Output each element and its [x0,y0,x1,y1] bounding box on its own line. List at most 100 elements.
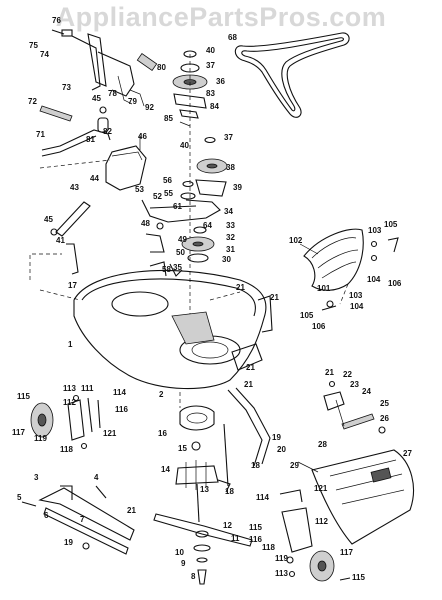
callout-17[interactable]: 17 [68,281,77,290]
callout-106[interactable]: 106 [312,322,326,331]
callout-37[interactable]: 37 [206,61,215,70]
callout-75[interactable]: 75 [29,41,38,50]
callout-115[interactable]: 115 [352,573,365,582]
callout-104[interactable]: 104 [367,275,381,284]
callout-2[interactable]: 2 [159,390,164,399]
callout-15[interactable]: 15 [178,444,187,453]
callout-103[interactable]: 103 [349,291,363,300]
callout-92[interactable]: 92 [145,103,154,112]
callout-19[interactable]: 19 [64,538,73,547]
callout-44[interactable]: 44 [90,174,99,183]
callout-113[interactable]: 113 [275,569,288,578]
callout-118[interactable]: 118 [60,445,73,454]
callout-1[interactable]: 1 [68,340,73,349]
callout-29[interactable]: 29 [290,461,299,470]
callout-18[interactable]: 18 [251,461,260,470]
callout-71[interactable]: 71 [36,130,45,139]
callout-27[interactable]: 27 [403,449,412,458]
callout-19[interactable]: 19 [272,433,281,442]
callout-73[interactable]: 73 [62,83,71,92]
callout-8[interactable]: 8 [191,572,196,581]
discharge-chute-27[interactable] [297,449,414,545]
lift-rod-71[interactable] [39,105,111,169]
callout-114[interactable]: 114 [113,388,126,397]
callout-39[interactable]: 39 [233,183,242,192]
callout-21[interactable]: 21 [325,368,334,377]
callout-35[interactable]: 35 [173,263,182,272]
callout-14[interactable]: 14 [161,465,170,474]
right-gauge-wheel-117[interactable] [279,489,351,582]
deflector-shield-101[interactable] [299,228,399,311]
idler-pulley-38[interactable] [180,136,228,200]
callout-119[interactable]: 119 [275,554,288,563]
callout-37[interactable]: 37 [224,133,233,142]
left-gauge-wheel-117[interactable] [30,394,101,450]
callout-40[interactable]: 40 [180,141,189,150]
callout-76[interactable]: 76 [52,16,61,25]
drive-belt-68[interactable] [234,32,350,118]
callout-115[interactable]: 115 [17,392,30,401]
callout-21[interactable]: 21 [236,283,245,292]
callout-84[interactable]: 84 [210,102,219,111]
callout-45[interactable]: 45 [44,215,53,224]
callout-49[interactable]: 49 [178,235,187,244]
callout-58[interactable]: 58 [162,265,171,274]
callout-50[interactable]: 50 [176,248,185,257]
front-baffle-7[interactable] [21,485,135,555]
callout-23[interactable]: 23 [350,380,359,389]
deck-bracket-44[interactable] [105,136,147,191]
callout-5[interactable]: 5 [17,493,22,502]
callout-18[interactable]: 18 [225,487,234,496]
callout-3[interactable]: 3 [34,473,39,482]
callout-43[interactable]: 43 [70,183,79,192]
callout-105[interactable]: 105 [300,311,314,320]
callout-104[interactable]: 104 [350,302,364,311]
callout-11[interactable]: 11 [231,534,240,543]
callout-111[interactable]: 111 [81,384,94,393]
callout-64[interactable]: 64 [203,221,212,230]
callout-22[interactable]: 22 [343,370,352,379]
callout-121[interactable]: 121 [103,429,117,438]
callout-105[interactable]: 105 [384,220,398,229]
mower-blade-12[interactable] [153,513,253,585]
callout-21[interactable]: 21 [127,506,136,515]
callout-12[interactable]: 12 [223,521,232,530]
callout-31[interactable]: 31 [226,245,235,254]
callout-32[interactable]: 32 [226,233,235,242]
deck-spring-bracket[interactable] [323,380,386,434]
callout-113[interactable]: 113 [63,384,76,393]
callout-4[interactable]: 4 [94,473,99,482]
callout-119[interactable]: 119 [34,434,47,443]
callout-106[interactable]: 106 [388,279,402,288]
callout-10[interactable]: 10 [175,548,184,557]
callout-81[interactable]: 81 [86,135,95,144]
callout-78[interactable]: 78 [108,89,117,98]
callout-121[interactable]: 121 [314,484,328,493]
callout-115[interactable]: 115 [249,523,262,532]
callout-13[interactable]: 13 [200,485,209,494]
callout-116[interactable]: 116 [115,405,128,414]
callout-74[interactable]: 74 [40,50,49,59]
blade-spindle-assembly[interactable] [175,392,219,523]
callout-41[interactable]: 41 [56,236,65,245]
mower-deck-1[interactable] [39,269,273,390]
callout-9[interactable]: 9 [181,559,186,568]
callout-25[interactable]: 25 [380,399,389,408]
callout-21[interactable]: 21 [244,380,253,389]
callout-30[interactable]: 30 [222,255,231,264]
callout-45[interactable]: 45 [92,94,101,103]
callout-28[interactable]: 28 [318,440,327,449]
idler-arm-assembly[interactable] [141,199,221,277]
callout-16[interactable]: 16 [158,429,167,438]
callout-72[interactable]: 72 [28,97,37,106]
callout-85[interactable]: 85 [164,114,173,123]
front-link-43[interactable] [29,201,91,280]
callout-68[interactable]: 68 [228,33,237,42]
callout-79[interactable]: 79 [128,97,137,106]
callout-82[interactable]: 82 [103,127,112,136]
callout-102[interactable]: 102 [289,236,303,245]
callout-48[interactable]: 48 [141,219,150,228]
callout-20[interactable]: 20 [277,445,286,454]
callout-33[interactable]: 33 [226,221,235,230]
callout-61[interactable]: 61 [173,202,182,211]
